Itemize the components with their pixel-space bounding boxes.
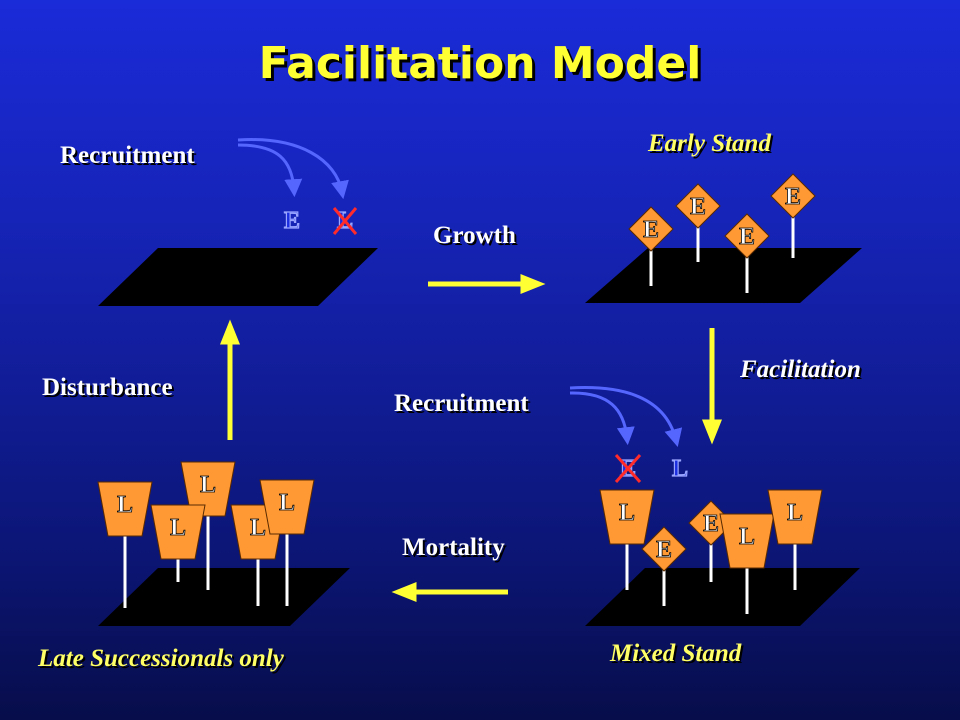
recruit-l-mid: L — [672, 456, 688, 482]
late-successional-marker-12: L — [719, 513, 775, 614]
plot-late-stand — [98, 568, 350, 626]
late-successionals-label: Late Successionals only — [38, 645, 284, 672]
early-successional-marker-2: E — [724, 213, 770, 293]
early-successional-marker-11: E — [688, 500, 734, 582]
svg-text:L: L — [250, 515, 266, 541]
late-successional-marker-6: L — [150, 504, 206, 582]
late-successional-marker-13: L — [767, 489, 823, 590]
svg-text:L: L — [739, 524, 755, 550]
recruitment-arrow-l-top — [237, 138, 349, 200]
growth-label: Growth — [433, 222, 516, 249]
early-successional-marker-0: E — [628, 206, 674, 286]
late-successional-marker-9: L — [599, 489, 655, 590]
recruitment-arrow-l-mid — [569, 386, 683, 447]
recruitment-arrow-e-top — [237, 143, 303, 198]
recruit-e-top: E — [284, 208, 300, 234]
recruitment-arrow-e-mid — [569, 391, 635, 446]
svg-text:L: L — [200, 472, 216, 498]
svg-text:E: E — [703, 511, 719, 537]
plot-early-stand — [585, 248, 862, 303]
facilitation-label: Facilitation — [740, 356, 861, 383]
early-successional-marker-1: E — [675, 183, 721, 262]
mixed-stand-label: Mixed Stand — [610, 640, 742, 667]
svg-text:E: E — [656, 537, 672, 563]
svg-text:E: E — [739, 224, 755, 250]
svg-text:L: L — [619, 500, 635, 526]
svg-text:E: E — [690, 194, 706, 220]
svg-text:L: L — [170, 515, 186, 541]
late-successional-marker-4: L — [97, 481, 153, 608]
slide-title: Facilitation Model — [258, 38, 702, 89]
cross-mark-top — [332, 207, 358, 235]
svg-text:L: L — [787, 500, 803, 526]
late-successional-marker-8: L — [259, 479, 315, 606]
early-stand-label: Early Stand — [648, 130, 771, 157]
plot-empty — [98, 248, 378, 306]
svg-text:E: E — [785, 184, 801, 210]
svg-text:E: E — [643, 217, 659, 243]
early-successional-marker-3: E — [770, 173, 816, 258]
svg-text:L: L — [279, 490, 295, 516]
disturbance-label: Disturbance — [42, 374, 173, 401]
mortality-label: Mortality — [402, 534, 505, 561]
recruitment-label-mid: Recruitment — [394, 390, 529, 417]
plot-mixed-stand — [585, 568, 860, 626]
early-successional-marker-10: E — [641, 526, 687, 606]
svg-text:L: L — [117, 492, 133, 518]
cross-mark-mid — [614, 454, 642, 483]
recruitment-label-top: Recruitment — [60, 142, 195, 169]
late-successional-marker-5: L — [180, 461, 236, 590]
